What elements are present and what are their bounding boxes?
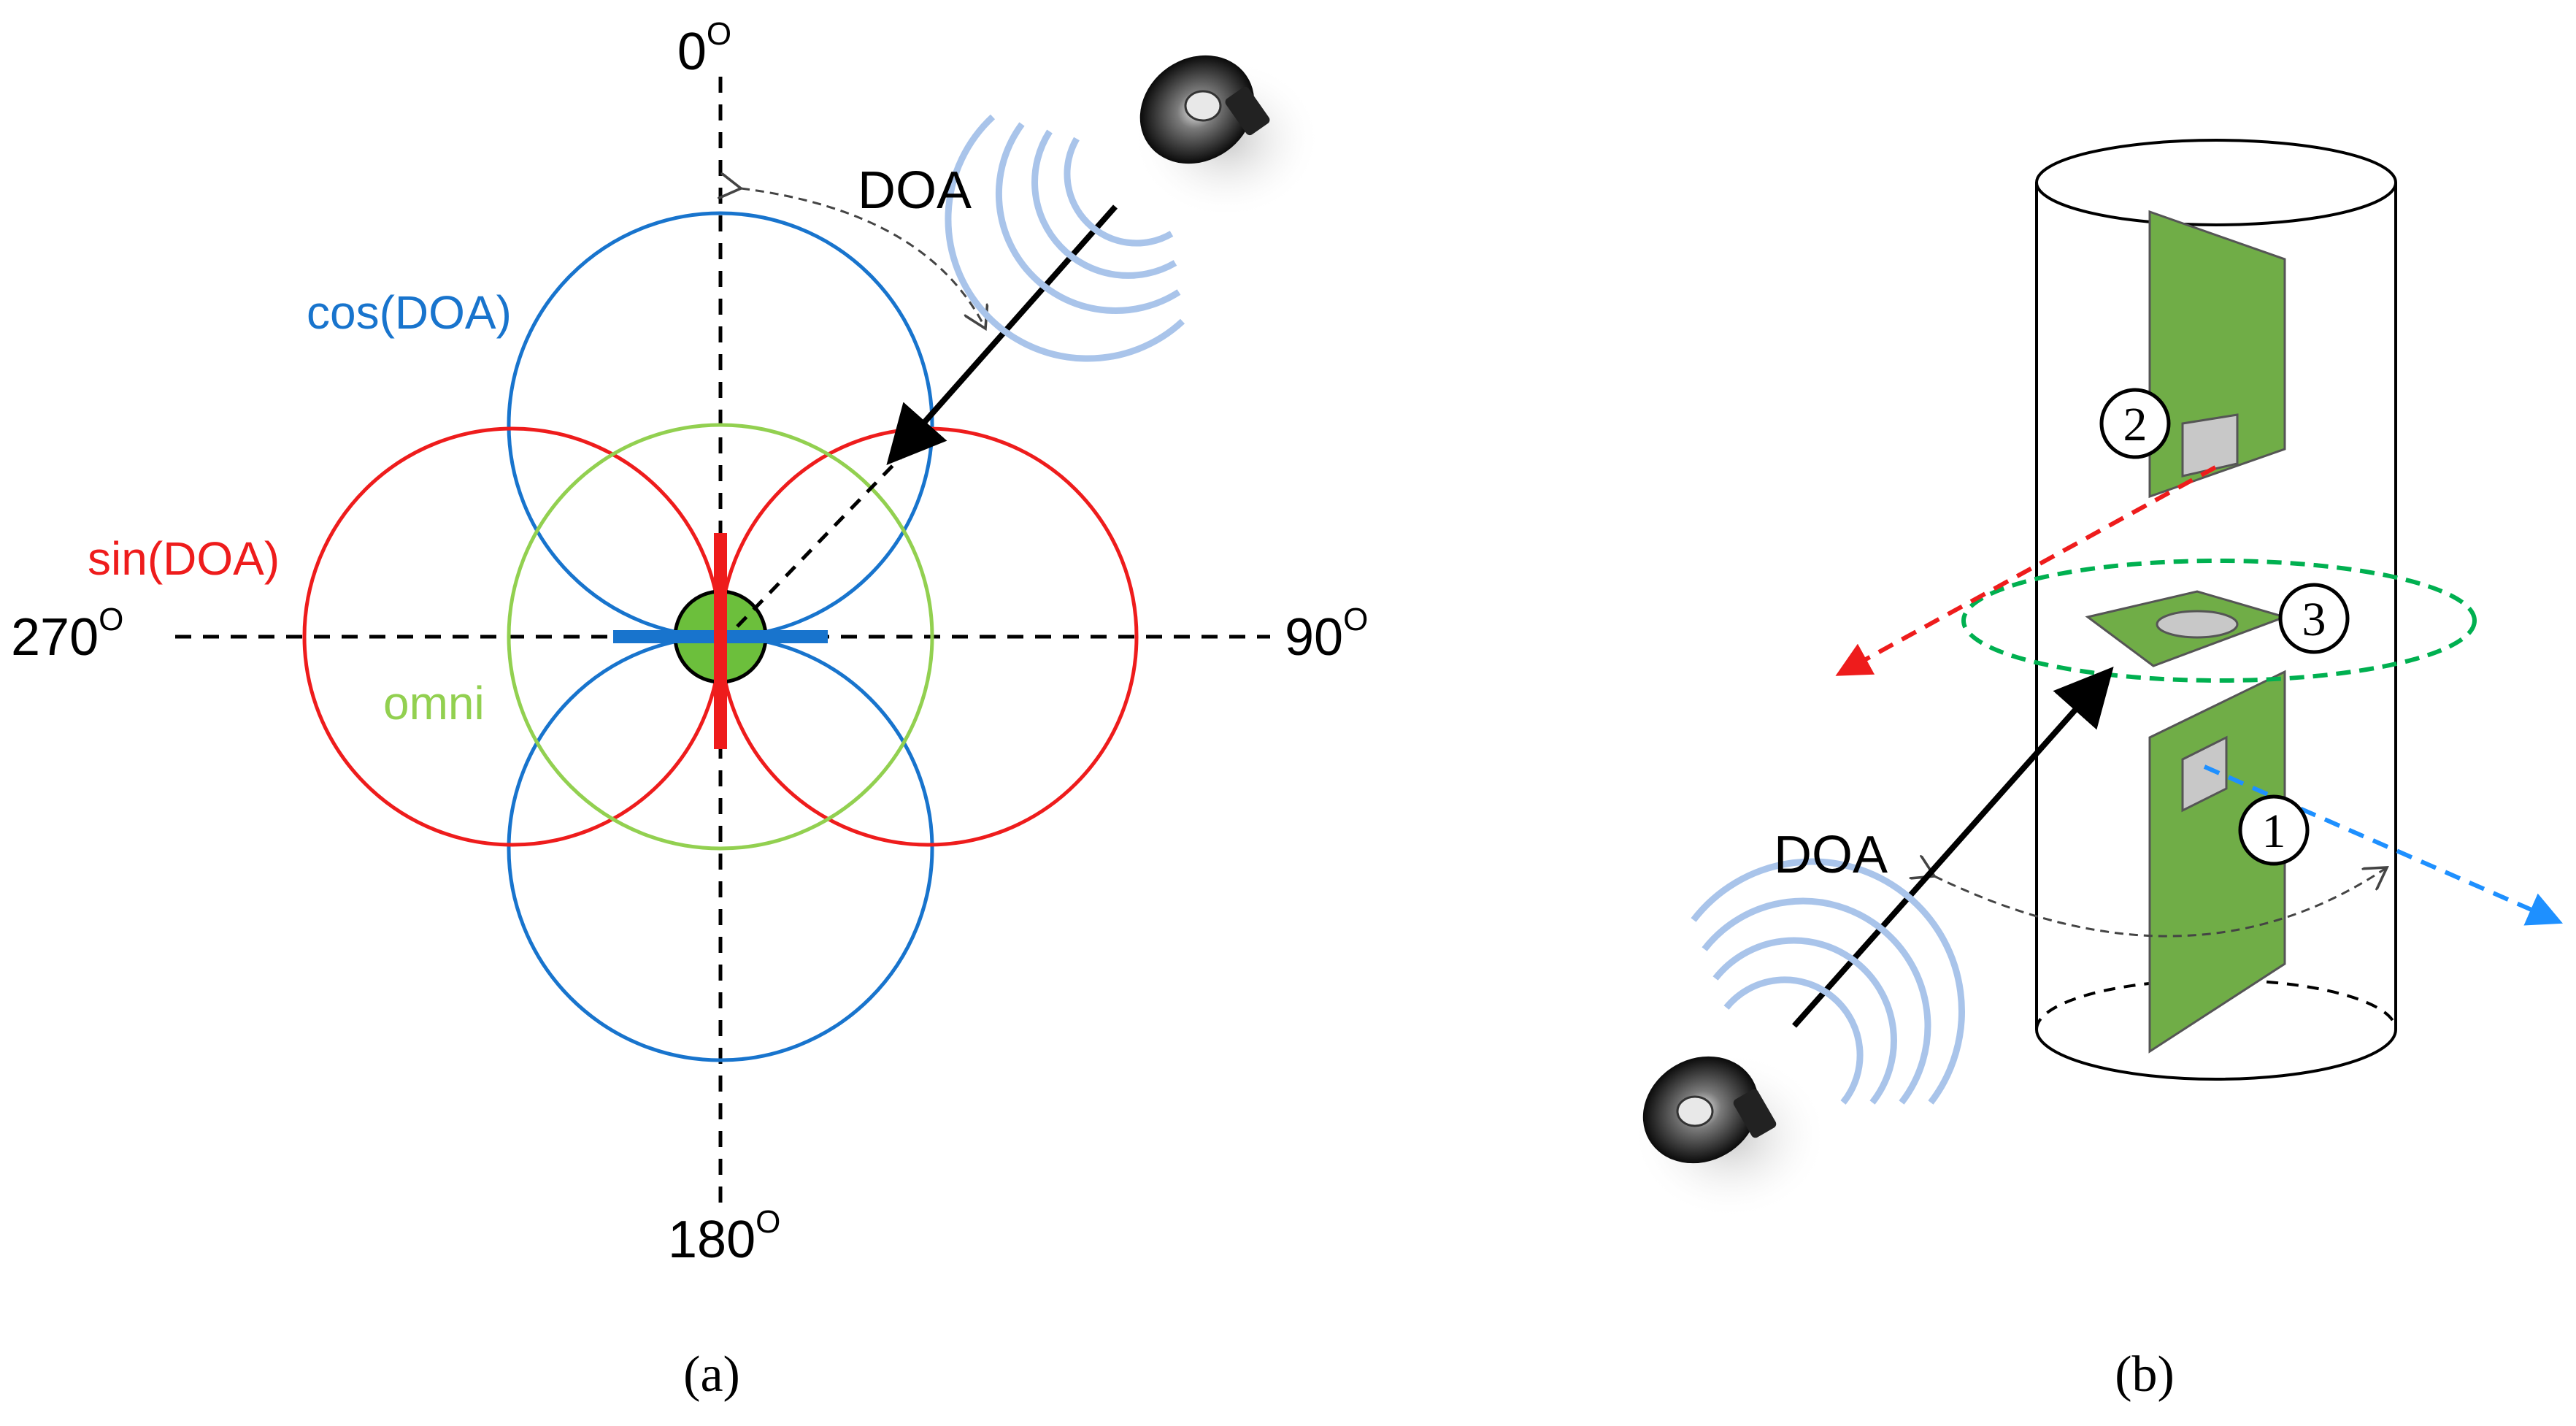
panel-b: 2 3 1 DOA (b) (1631, 139, 2563, 1403)
red-axis-arrow (1835, 465, 2217, 676)
upper-board-mic (2181, 413, 2239, 478)
lower-board-mic (2181, 735, 2228, 813)
mic-3-badge: 3 (2278, 583, 2350, 654)
panel-a: 0O 90O 180O 270O DOA cos(DOA) sin(DOA) o… (11, 16, 1368, 1403)
doa-dashed-line (736, 451, 907, 628)
doa-label-a: DOA (858, 161, 972, 220)
caption-a: (a) (683, 1346, 740, 1403)
speaker-icon (1131, 55, 1321, 219)
svg-text:3: 3 (2302, 593, 2326, 646)
svg-text:2: 2 (2123, 398, 2148, 451)
angle-90-label: 90O (1285, 602, 1368, 667)
sin-label: sin(DOA) (88, 532, 280, 585)
cylinder-top (2035, 139, 2397, 226)
cylinder-bottom-front (2035, 1029, 2397, 1081)
angle-270-label: 270O (11, 602, 123, 667)
angle-0-label: 0O (677, 16, 731, 81)
sound-wave-icon (1691, 858, 1965, 1105)
omni-label: omni (383, 677, 485, 729)
sound-wave-icon (945, 114, 1185, 362)
doa-angle-arc-b (1934, 867, 2387, 938)
svg-text:1: 1 (2262, 805, 2286, 858)
doa-arrow-b (1792, 667, 2114, 1028)
doa-label-b: DOA (1774, 826, 1888, 884)
angle-180-label: 180O (668, 1204, 780, 1269)
center-mic-red-bar (714, 533, 727, 749)
mic-1-badge: 1 (2238, 794, 2310, 866)
caption-b: (b) (2115, 1346, 2175, 1403)
mic-2-badge: 2 (2099, 388, 2171, 459)
middle-board-mic (2156, 610, 2239, 639)
omni-circle (507, 423, 934, 851)
horizontal-ring (1961, 559, 2477, 683)
cos-label: cos(DOA) (307, 286, 512, 339)
blue-axis-arrow (2203, 764, 2563, 926)
speaker-icon (1631, 1051, 1829, 1219)
doa-angle-arc-a (741, 188, 985, 329)
